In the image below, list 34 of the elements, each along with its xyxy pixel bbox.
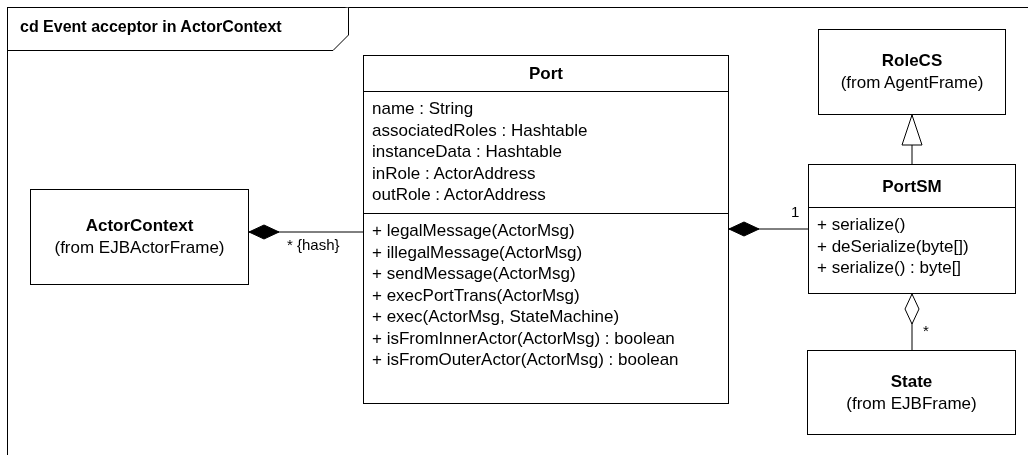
method-text: + illegalMessage(ActorMsg) xyxy=(372,241,583,263)
composition-line xyxy=(248,224,364,240)
attribute-text: name : String xyxy=(372,98,474,120)
class-box xyxy=(818,29,1006,115)
method-text: + deSerialize(byte[]) xyxy=(817,235,969,257)
generalization-arrow xyxy=(901,114,923,165)
class-name: State xyxy=(890,370,933,393)
class-box xyxy=(808,164,1016,294)
method-text: + sendMessage(ActorMsg) xyxy=(372,263,576,285)
diagram-title: cd Event acceptor in ActorContext xyxy=(20,17,282,37)
class-name: RoleCS xyxy=(881,50,943,72)
attribute-text: outRole : ActorAddress xyxy=(372,184,546,206)
method-text: + serialize() : byte[] xyxy=(817,257,962,279)
method-text: + isFromInnerActor(ActorMsg) : boolean xyxy=(372,327,675,349)
package-note: (from EJBFrame) xyxy=(846,392,977,415)
class-box xyxy=(30,189,249,285)
method-text: + serialize() xyxy=(817,214,906,236)
method-text: + legalMessage(ActorMsg) xyxy=(372,220,575,242)
composition-line xyxy=(728,221,809,237)
class-box xyxy=(807,350,1016,435)
class-name: ActorContext xyxy=(85,215,194,237)
package-note: (from AgentFrame) xyxy=(840,72,984,94)
method-text: + isFromOuterActor(ActorMsg) : boolean xyxy=(372,349,679,371)
class-name: Port xyxy=(529,63,563,84)
attribute-text: associatedRoles : Hashtable xyxy=(372,119,588,141)
aggregation-line xyxy=(904,293,920,351)
package-note: (from EJBActorFrame) xyxy=(54,237,225,259)
method-text: + exec(ActorMsg, StateMachine) xyxy=(372,306,620,328)
attribute-text: instanceData : Hashtable xyxy=(372,141,562,163)
attribute-text: inRole : ActorAddress xyxy=(372,162,536,184)
class-name: PortSM xyxy=(882,175,942,197)
method-text: + execPortTrans(ActorMsg) xyxy=(372,284,580,306)
multiplicity-label: * {hash} xyxy=(286,236,341,254)
class-box xyxy=(363,55,729,404)
